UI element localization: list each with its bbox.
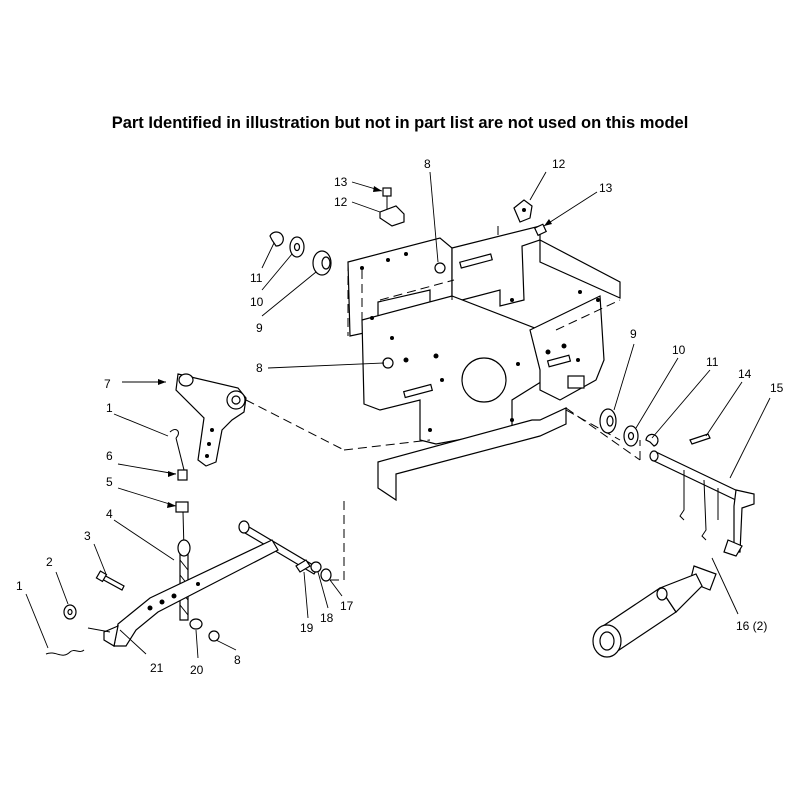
callout-17: 17 — [340, 599, 354, 613]
callout-6: 6 — [106, 449, 113, 463]
lift-lever — [45, 500, 345, 656]
diagram-note: Part Identified in illustration but not … — [111, 114, 689, 132]
callout-8: 8 — [424, 157, 431, 171]
callout-2: 2 — [46, 555, 53, 569]
callout-21: 21 — [150, 661, 164, 675]
callout-labels: 13 12 8 12 13 11 10 9 7 8 9 10 11 14 15 … — [16, 157, 784, 677]
callout-11: 11 — [250, 271, 263, 285]
callout-7: 7 — [104, 377, 111, 391]
callout-15: 15 — [770, 381, 784, 395]
callout-18: 18 — [320, 611, 334, 625]
callout-9: 9 — [630, 327, 637, 341]
leader-lines — [25, 171, 771, 659]
upper-hardware — [269, 187, 659, 447]
callout-10: 10 — [250, 295, 264, 309]
callout-13: 13 — [334, 175, 348, 189]
callout-8: 8 — [234, 653, 241, 667]
callout-5: 5 — [106, 475, 113, 489]
arrowheads — [158, 186, 552, 508]
callout-1: 1 — [106, 401, 113, 415]
callout-13: 13 — [599, 181, 613, 195]
right-shaft-assembly — [565, 407, 755, 658]
callout-9: 9 — [256, 321, 263, 335]
callout-19: 19 — [300, 621, 314, 635]
lift-link-rod — [169, 429, 191, 621]
lift-arm — [175, 373, 431, 467]
callout-20: 20 — [190, 663, 204, 677]
callout-12: 12 — [552, 157, 566, 171]
callout-4: 4 — [106, 507, 113, 521]
callout-12: 12 — [334, 195, 348, 209]
callout-1: 1 — [16, 579, 23, 593]
chassis-frame — [347, 225, 621, 502]
callout-16: 16 (2) — [736, 619, 767, 633]
callout-14: 14 — [738, 367, 752, 381]
callout-11: 11 — [706, 355, 719, 369]
callout-10: 10 — [672, 343, 686, 357]
callout-3: 3 — [84, 529, 91, 543]
callout-8: 8 — [256, 361, 263, 375]
